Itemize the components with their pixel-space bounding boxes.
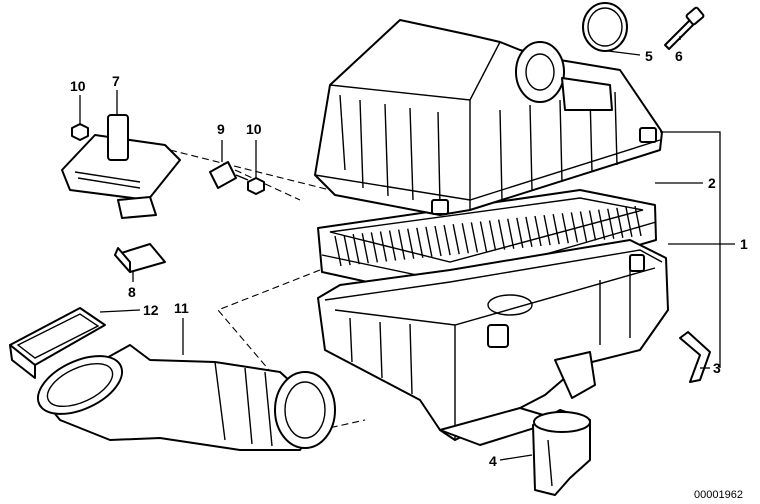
filter-pleat [525, 216, 533, 248]
filter-pleat [443, 224, 451, 256]
callout-10-left: 10 [70, 78, 86, 94]
filter-pleat [370, 232, 379, 263]
filter-pleat [334, 235, 342, 267]
filter-pleat [597, 209, 606, 240]
filter-pleat [379, 231, 388, 262]
filter-pleat [607, 208, 615, 239]
callout-11: 11 [174, 300, 189, 316]
filter-pleat [461, 223, 469, 254]
filter-pleat [416, 227, 424, 258]
hose-connector [9, 307, 106, 379]
filter-pleat [634, 205, 642, 237]
callout-7: 7 [112, 73, 120, 89]
filter-pleat [388, 230, 397, 261]
hex-nut-right [247, 177, 265, 195]
filter-pleat [488, 220, 497, 251]
rubber-mount [114, 243, 166, 273]
callout-4: 4 [489, 453, 497, 469]
filter-pleat [570, 212, 579, 243]
bracket [61, 114, 181, 219]
filter-pleat [543, 214, 551, 246]
callout-3: 3 [713, 360, 721, 376]
callout-labels: 1 2 3 4 5 6 7 8 9 10 10 11 12 [70, 48, 748, 469]
spring-clip [679, 331, 711, 383]
bolt [664, 6, 705, 50]
callout-10-right: 10 [246, 121, 262, 137]
filter-pleat [434, 225, 442, 257]
filter-pleat [534, 215, 542, 247]
callout-1: 1 [740, 236, 748, 252]
upper-housing-cover [314, 19, 663, 216]
intake-snorkel [532, 409, 591, 496]
leader-lines [79, 36, 735, 461]
filter-pleat [361, 233, 369, 264]
filter-pleat [588, 210, 597, 241]
filter-pleat [579, 211, 588, 242]
filter-pleat [516, 217, 524, 248]
filter-element [317, 189, 657, 301]
rubber-buffer [209, 161, 249, 189]
filter-pleat [625, 206, 633, 238]
filter-pleat [479, 221, 488, 252]
callout-2: 2 [708, 175, 716, 191]
filter-pleat [425, 226, 433, 258]
lower-housing [317, 239, 669, 446]
filter-pleat [561, 213, 569, 244]
filter-pleat [397, 229, 406, 260]
callout-5: 5 [645, 48, 653, 64]
filter-pleat [497, 219, 506, 250]
callout-9: 9 [217, 121, 225, 137]
filter-pleat [616, 207, 624, 238]
callout-8: 8 [128, 284, 136, 300]
filter-pleat [552, 214, 560, 245]
reference-number: 00001962 [694, 489, 743, 501]
sealing-ring [582, 2, 628, 52]
callout-6: 6 [675, 48, 683, 64]
filter-pleat [470, 222, 479, 253]
filter-pleat [352, 234, 360, 265]
callout-12: 12 [143, 302, 159, 318]
filter-pleat [407, 228, 415, 259]
filter-pleat [507, 218, 515, 249]
filter-pleat [452, 224, 460, 255]
hex-nut-left [71, 123, 89, 141]
intake-air-duct [36, 344, 336, 451]
